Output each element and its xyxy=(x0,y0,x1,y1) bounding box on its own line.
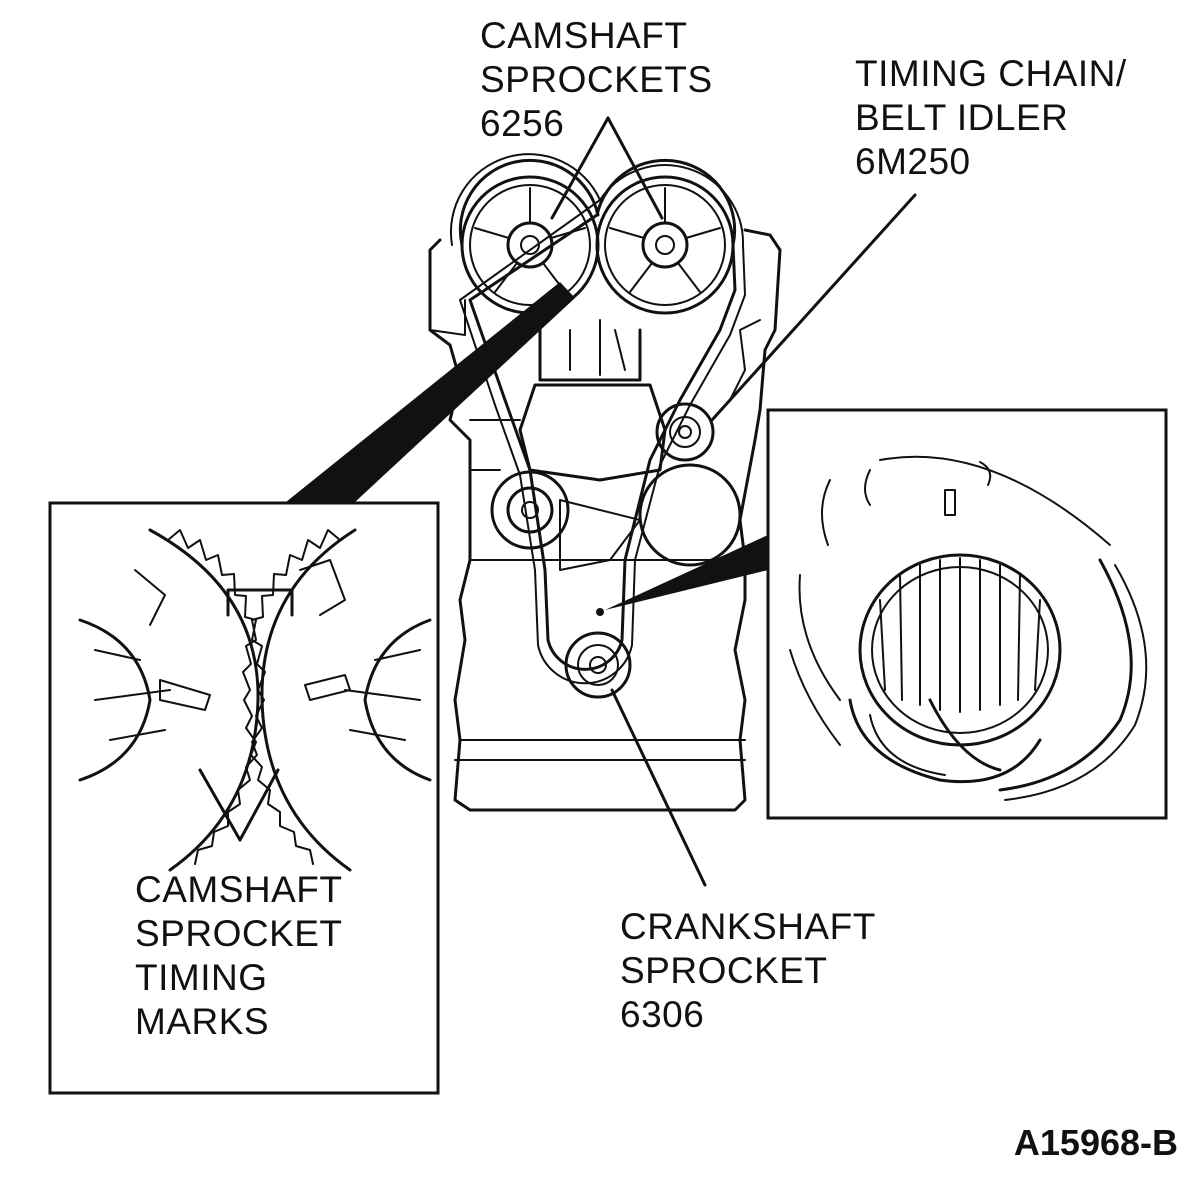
right-inset-pointer xyxy=(605,535,768,610)
camshaft-sprocket-left xyxy=(460,175,600,315)
camshaft-sprocket-right xyxy=(595,175,735,315)
leader-lines xyxy=(550,116,917,887)
camshaft-timing-marks-line-1: CAMSHAFT xyxy=(135,869,343,910)
timing-chain-idler-line-2: BELT IDLER xyxy=(855,97,1069,138)
crankshaft-sprocket-line-2: SPROCKET xyxy=(620,950,828,991)
crankshaft-sprocket-line-1: CRANKSHAFT xyxy=(620,906,876,947)
timing-chain-idler-label: TIMING CHAIN/ BELT IDLER 6M250 xyxy=(855,52,1127,184)
belt-idler xyxy=(655,402,715,462)
camshaft-sprockets-label: CAMSHAFT SPROCKETS 6256 xyxy=(480,14,713,146)
crank-timing-mark-dot xyxy=(596,608,604,616)
crankshaft-sprocket-label: CRANKSHAFT SPROCKET 6306 xyxy=(620,905,876,1037)
crankshaft-sprocket-line-3: 6306 xyxy=(620,994,705,1035)
camshaft-sprockets-line-2: SPROCKETS xyxy=(480,59,713,100)
timing-chain-idler-line-3: 6M250 xyxy=(855,141,971,182)
camshaft-timing-marks-line-3: TIMING xyxy=(135,957,268,998)
left-inset-pointer xyxy=(286,282,575,502)
engine-block xyxy=(428,228,782,812)
crankshaft-detail-inset xyxy=(766,408,1168,820)
figure-id: A15968-B xyxy=(1013,1122,1178,1163)
timing-chain-idler-line-1: TIMING CHAIN/ xyxy=(855,53,1127,94)
camshaft-timing-marks-label: CAMSHAFT SPROCKET TIMING MARKS xyxy=(135,868,343,1044)
camshaft-timing-marks-line-4: MARKS xyxy=(135,1001,270,1042)
camshaft-sprockets-line-1: CAMSHAFT xyxy=(480,15,688,56)
camshaft-timing-marks-inset xyxy=(48,501,440,1095)
camshaft-timing-marks-line-2: SPROCKET xyxy=(135,913,343,954)
crankshaft-sprocket xyxy=(564,631,632,699)
camshaft-sprockets-line-3: 6256 xyxy=(480,103,565,144)
